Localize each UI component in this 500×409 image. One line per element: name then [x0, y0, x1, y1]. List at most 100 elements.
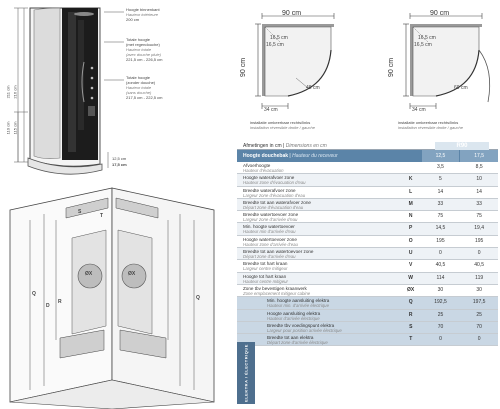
row-value-1: 0 [439, 336, 442, 343]
row-value-2: 8,5 [475, 164, 483, 170]
row-value-1: 40,5 [435, 262, 446, 269]
plan1-height: 90 cm [240, 57, 248, 78]
row-code: R [408, 311, 413, 318]
inner-height-label-fr: Hauteur intérieure [126, 12, 159, 17]
wall-label-ox-right: ØX [128, 271, 136, 277]
row-value-2: 70 [476, 323, 482, 330]
row-label-nl: Breedte tot hart kraan [243, 261, 288, 267]
row-value-2: 197,5 [472, 299, 486, 306]
row-label-fr: Zone emplacement mitigeur cabine [243, 290, 311, 296]
plan2-width: 90 cm [430, 10, 450, 17]
table-title: Afmetingen in cm | Dimensions en cm [243, 143, 327, 149]
dim-115: 115 cm [12, 121, 18, 135]
plan2-door: 69 cm [454, 85, 468, 91]
total-no-shower-label-fr2: (sans douche) [126, 90, 152, 95]
row-code: S [409, 323, 413, 330]
table-header: Hoogte douchebak | Hauteur du receveur 1… [237, 150, 498, 162]
table-title-row: Afmetingen in cm | Dimensions en cm R90 [237, 141, 498, 150]
row-label-fr: Largeur centre mitigeur [243, 266, 288, 272]
row-label-nl: Afvoerhoogte [243, 163, 271, 168]
dim-216: 216 cm [12, 85, 18, 99]
row-value-2: 30 [476, 286, 482, 293]
total-no-shower-label-2: (zonder douche) [126, 80, 156, 85]
dimensions-table: Afmetingen in cm | Dimensions en cm R90 … [237, 141, 498, 347]
row-code: O [408, 237, 413, 244]
row-label-nl: Breedte tot aan elektra [267, 335, 314, 341]
row-code: ØX [407, 286, 415, 293]
row-value-2: 19,4 [474, 225, 485, 232]
row-label-fr: Hauteur d'évacuation [243, 168, 284, 173]
row-value-2: 0 [477, 250, 481, 257]
row-label-fr: Largeur zone d'évacuation d'eau [243, 192, 306, 198]
table-title-nl: Afmetingen in cm [243, 143, 282, 149]
row-value-1: 195 [436, 237, 445, 244]
row-value-1: 0 [439, 250, 442, 257]
row-label-fr: Départ zone d'évacuation d'eau [243, 204, 304, 210]
header-fr: Hauteur du receveur [292, 153, 338, 159]
model-label: R90 [435, 142, 489, 150]
row-value-2: 10 [476, 176, 482, 183]
total-no-shower-label: Totale hoogte [126, 75, 151, 80]
row-label-fr: Largeur zone d'arrivée d'eau [243, 217, 298, 223]
row-label-fr: Hauteur d'arrivée électrique [267, 315, 320, 321]
plan1-width: 90 cm [282, 10, 302, 17]
plan2-inner-a: 16,5 cm [418, 35, 436, 41]
row-label-nl: Breedte tot aan watertoevoer zone [243, 249, 314, 255]
row-label-nl: Hoogte watertoevoer zone [243, 236, 297, 242]
header-col-2: 17,5 [460, 150, 498, 162]
row-value-1: 70 [437, 323, 444, 330]
row-code [401, 162, 421, 173]
row-code: L [409, 188, 413, 195]
plan1-inner-b: 16,5 cm [266, 42, 284, 48]
row-code: N [408, 213, 413, 220]
wall-label-q2: Q [196, 295, 200, 301]
row-label-fr: Hauteur min d'arrivée d'eau [243, 229, 296, 235]
row-value-1: 30 [437, 286, 444, 293]
shower-cabin-drawing [14, 7, 124, 175]
row-value-2: 195 [474, 237, 484, 244]
row-value-2: 25 [476, 311, 482, 318]
row-label-fr: Départ zone d'arrivée électrique [267, 340, 328, 346]
wall-label-t: T [100, 213, 104, 219]
electric-section-tag: ELEKTRA / ÉLECTRIQUE [237, 342, 255, 404]
total-height-value: 221,5 cm - 226,5 cm [126, 57, 163, 62]
row-label-nl: Breedte watertoevoer zone [243, 212, 299, 218]
header-label: Hoogte douchebak | Hauteur du receveur [243, 153, 338, 159]
row-value-1: 75 [437, 213, 444, 220]
row-value-1: 192,5 [434, 299, 447, 306]
row-value-2: 0 [477, 336, 481, 343]
row-code: Q [408, 299, 413, 306]
row-label-nl: Hoogte tot hart kraan [243, 273, 287, 279]
plan1-bottom: 34 cm [264, 107, 278, 113]
row-value-1: 33 [437, 200, 444, 207]
header-code-col [401, 150, 421, 162]
row-label-nl: Breedte tot aan waterafvoer zone [243, 199, 311, 205]
total-height-label-fr: Hauteur totale [126, 47, 152, 52]
row-label-nl: Hoogte waterafvoer zone [243, 175, 295, 181]
plan2-bottom: 34 cm [412, 107, 426, 113]
wall-label-r: R [58, 299, 62, 305]
row-value-1: 3,5 [436, 164, 444, 170]
plan2-caption-fr: installation réversible droite / gauche [398, 125, 463, 130]
row-value-1: 114 [436, 274, 445, 281]
plan2-caption: installatie omkeerbaar rechts/links [398, 120, 459, 125]
row-label-fr: Hauteur min. d'arrivée électrique [267, 303, 329, 309]
row-code: P [409, 225, 413, 232]
total-no-shower-value: 217,5 cm - 222,5 cm [126, 95, 163, 100]
floor-plan-swing-door [403, 13, 491, 109]
base-height-b: 17,5 cm [112, 162, 127, 167]
plan1-caption: installatie omkeerbaar rechts/links [250, 120, 311, 125]
